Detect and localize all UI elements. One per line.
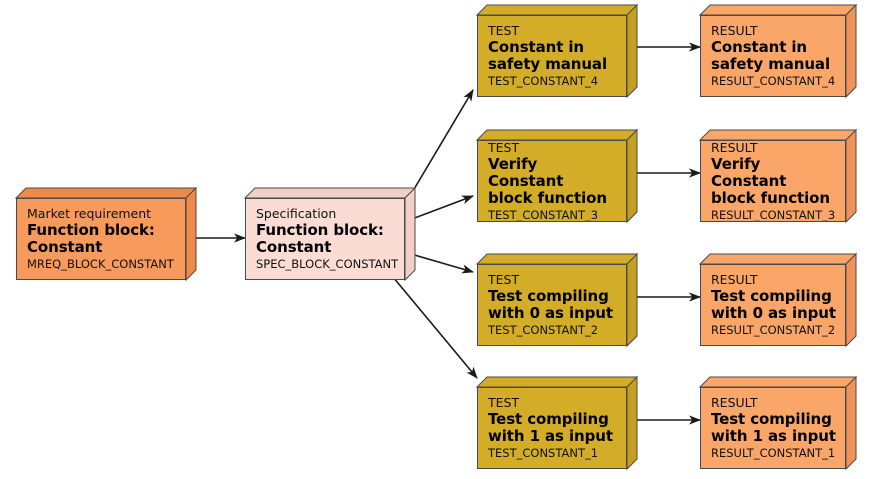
node-identifier: RESULT_CONSTANT_2	[711, 323, 836, 337]
node-title-line1: Verify Constant	[711, 154, 787, 190]
node-title-line1: Function block:	[27, 221, 155, 239]
node-identifier: RESULT_CONSTANT_4	[711, 74, 836, 88]
node-test-constant-4[interactable]: TEST Constant in safety manual TEST_CONS…	[475, 3, 639, 99]
box-3d-shading	[698, 3, 858, 99]
node-result-constant-1[interactable]: RESULT Test compiling with 1 as input RE…	[698, 375, 858, 471]
node-kind-label: TEST	[488, 23, 520, 38]
box-3d-shading	[475, 128, 639, 224]
box-3d-shading	[14, 186, 198, 282]
node-identifier: TEST_CONSTANT_3	[488, 207, 599, 222]
edge-spec-to-test-4	[403, 89, 474, 207]
node-title-line1: Function block:	[256, 221, 384, 239]
node-identifier: SPEC_BLOCK_CONSTANT	[256, 257, 399, 271]
node-kind-label: TEST	[488, 140, 520, 155]
node-result-constant-4[interactable]: RESULT Constant in safety manual RESULT_…	[698, 3, 858, 99]
node-specification[interactable]: Specification Function block: Constant S…	[243, 186, 417, 282]
node-test-constant-3[interactable]: TEST Verify Constant block function TEST…	[475, 128, 639, 224]
node-test-constant-1[interactable]: TEST Test compiling with 1 as input TEST…	[475, 375, 639, 471]
node-identifier: RESULT_CONSTANT_3	[711, 207, 836, 222]
node-kind-label: RESULT	[711, 140, 758, 155]
node-title-line1: Constant in	[711, 38, 808, 56]
node-title-line2: safety manual	[711, 55, 830, 73]
node-title-line2: safety manual	[488, 55, 607, 73]
box-3d-shading	[698, 375, 858, 471]
node-title-line1: Verify Constant	[488, 154, 564, 190]
edge-spec-to-test-1	[392, 276, 478, 379]
node-body: Market requirement Function block: Const…	[16, 198, 186, 280]
node-identifier: TEST_CONSTANT_4	[488, 74, 599, 88]
node-body: TEST Constant in safety manual TEST_CONS…	[477, 15, 627, 97]
node-result-constant-3[interactable]: RESULT Verify Constant block function RE…	[698, 128, 858, 224]
node-title-line2: with 1 as input	[488, 427, 613, 445]
node-body: RESULT Test compiling with 1 as input RE…	[700, 387, 846, 469]
box-3d-shading	[698, 128, 858, 224]
node-market-requirement[interactable]: Market requirement Function block: Const…	[14, 186, 198, 282]
node-body: RESULT Constant in safety manual RESULT_…	[700, 15, 846, 97]
node-title-line2: with 1 as input	[711, 427, 836, 445]
node-identifier: TEST_CONSTANT_1	[488, 446, 599, 460]
box-3d-shading	[243, 186, 417, 282]
node-title-line1: Test compiling	[488, 410, 609, 428]
node-test-constant-2[interactable]: TEST Test compiling with 0 as input TEST…	[475, 252, 639, 348]
node-body: Specification Function block: Constant S…	[245, 198, 405, 280]
box-3d-shading	[475, 252, 639, 348]
node-body: RESULT Verify Constant block function RE…	[700, 140, 846, 222]
node-kind-label: RESULT	[711, 395, 758, 410]
node-title-line2: Constant	[27, 238, 103, 256]
node-identifier: RESULT_CONSTANT_1	[711, 446, 836, 460]
node-title-line1: Test compiling	[711, 287, 832, 305]
node-kind-label: RESULT	[711, 272, 758, 287]
node-title-line2: with 0 as input	[488, 304, 613, 322]
node-title-line1: Constant in	[488, 38, 585, 56]
node-title-line2: Constant	[256, 238, 332, 256]
box-3d-shading	[475, 3, 639, 99]
node-result-constant-2[interactable]: RESULT Test compiling with 0 as input RE…	[698, 252, 858, 348]
node-title-line1: Test compiling	[711, 410, 832, 428]
node-title-line2: with 0 as input	[711, 304, 836, 322]
node-kind-label: TEST	[488, 272, 520, 287]
node-identifier: MREQ_BLOCK_CONSTANT	[27, 257, 174, 271]
node-title-line1: Test compiling	[488, 287, 609, 305]
node-kind-label: TEST	[488, 395, 520, 410]
node-kind-label: RESULT	[711, 23, 758, 38]
node-body: RESULT Test compiling with 0 as input RE…	[700, 264, 846, 346]
node-title-line2: block function	[711, 188, 830, 207]
node-identifier: TEST_CONSTANT_2	[488, 323, 599, 337]
node-title-line2: block function	[488, 188, 607, 207]
box-3d-shading	[475, 375, 639, 471]
node-body: TEST Verify Constant block function TEST…	[477, 140, 627, 222]
node-body: TEST Test compiling with 0 as input TEST…	[477, 264, 627, 346]
node-kind-label: Specification	[256, 206, 337, 221]
box-3d-shading	[698, 252, 858, 348]
node-kind-label: Market requirement	[27, 206, 152, 221]
node-body: TEST Test compiling with 1 as input TEST…	[477, 387, 627, 469]
